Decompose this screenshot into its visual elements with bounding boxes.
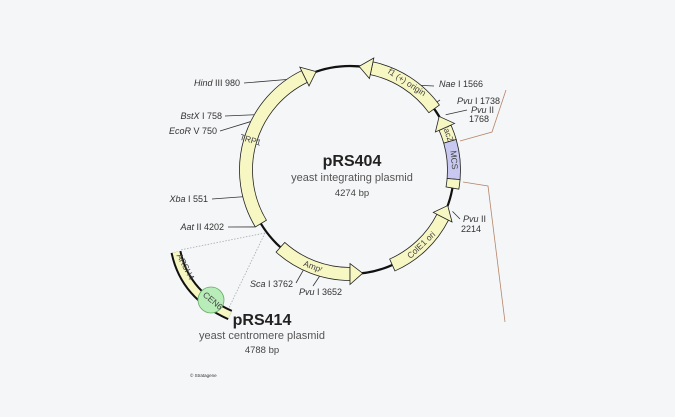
site-aatii: Aat II 4202	[179, 222, 224, 232]
feature-arc-cole1	[389, 213, 449, 272]
feature-lacz: lacZ	[434, 115, 457, 144]
site-hindiii: Hind III 980	[194, 78, 240, 88]
site-pvui-1738: Pvu I 1738	[457, 96, 500, 106]
copyright: © Stratagene	[190, 372, 217, 378]
site-naei: Nae I 1566	[439, 79, 483, 89]
site-bstxi: BstX I 758	[180, 111, 222, 121]
site-pvuii-2214-pos: 2214	[461, 224, 481, 234]
mcs-leader-lines	[459, 89, 507, 323]
mcs-end-block	[445, 178, 461, 190]
site-pvuii-1768-pos: 1768	[469, 114, 489, 124]
arrowhead-f1	[358, 57, 375, 80]
arrowhead-trp1	[299, 66, 317, 87]
insert-plasmid-name: pRS414	[233, 312, 292, 329]
insert-plasmid-size: 4788 bp	[245, 345, 279, 356]
cen6-marker	[197, 286, 225, 314]
arrowhead-cole1	[432, 205, 453, 223]
plasmid-name: pRS404	[323, 153, 382, 170]
feature-cole1: ColE1 ori	[389, 205, 453, 272]
feature-trp1: TRP1	[239, 66, 317, 228]
feature-amp: Ampʳ	[275, 241, 364, 286]
plasmid-size: 4274 bp	[335, 188, 369, 199]
feature-label-mcs: MCS	[448, 150, 460, 170]
site-scai: Sca I 3762	[250, 279, 293, 289]
site-pvui-3652: Pvu I 3652	[299, 287, 342, 297]
site-pvuii-2214: Pvu II	[463, 214, 486, 224]
site-pvuii-1768: Pvu II	[471, 105, 494, 115]
plasmid-type: yeast integrating plasmid	[291, 172, 413, 184]
feature-label-cole1: ColE1 ori	[405, 229, 437, 260]
insert-link-lines	[179, 232, 266, 317]
arsh4-cen6-insert: ARSH4 CEN6	[170, 250, 233, 321]
site-ecorv: EcoR V 750	[169, 126, 217, 136]
feature-mcs: MCS	[443, 139, 461, 181]
feature-arc-amp	[275, 241, 351, 281]
site-ticks	[211, 79, 468, 287]
arrowhead-lacz	[434, 115, 456, 133]
site-xbai: Xba I 551	[168, 194, 208, 204]
insert-plasmid-type: yeast centromere plasmid	[199, 330, 325, 342]
feature-arc-trp1	[239, 70, 308, 228]
arrowhead-amp	[349, 262, 364, 286]
feature-arc-f1	[369, 61, 440, 114]
